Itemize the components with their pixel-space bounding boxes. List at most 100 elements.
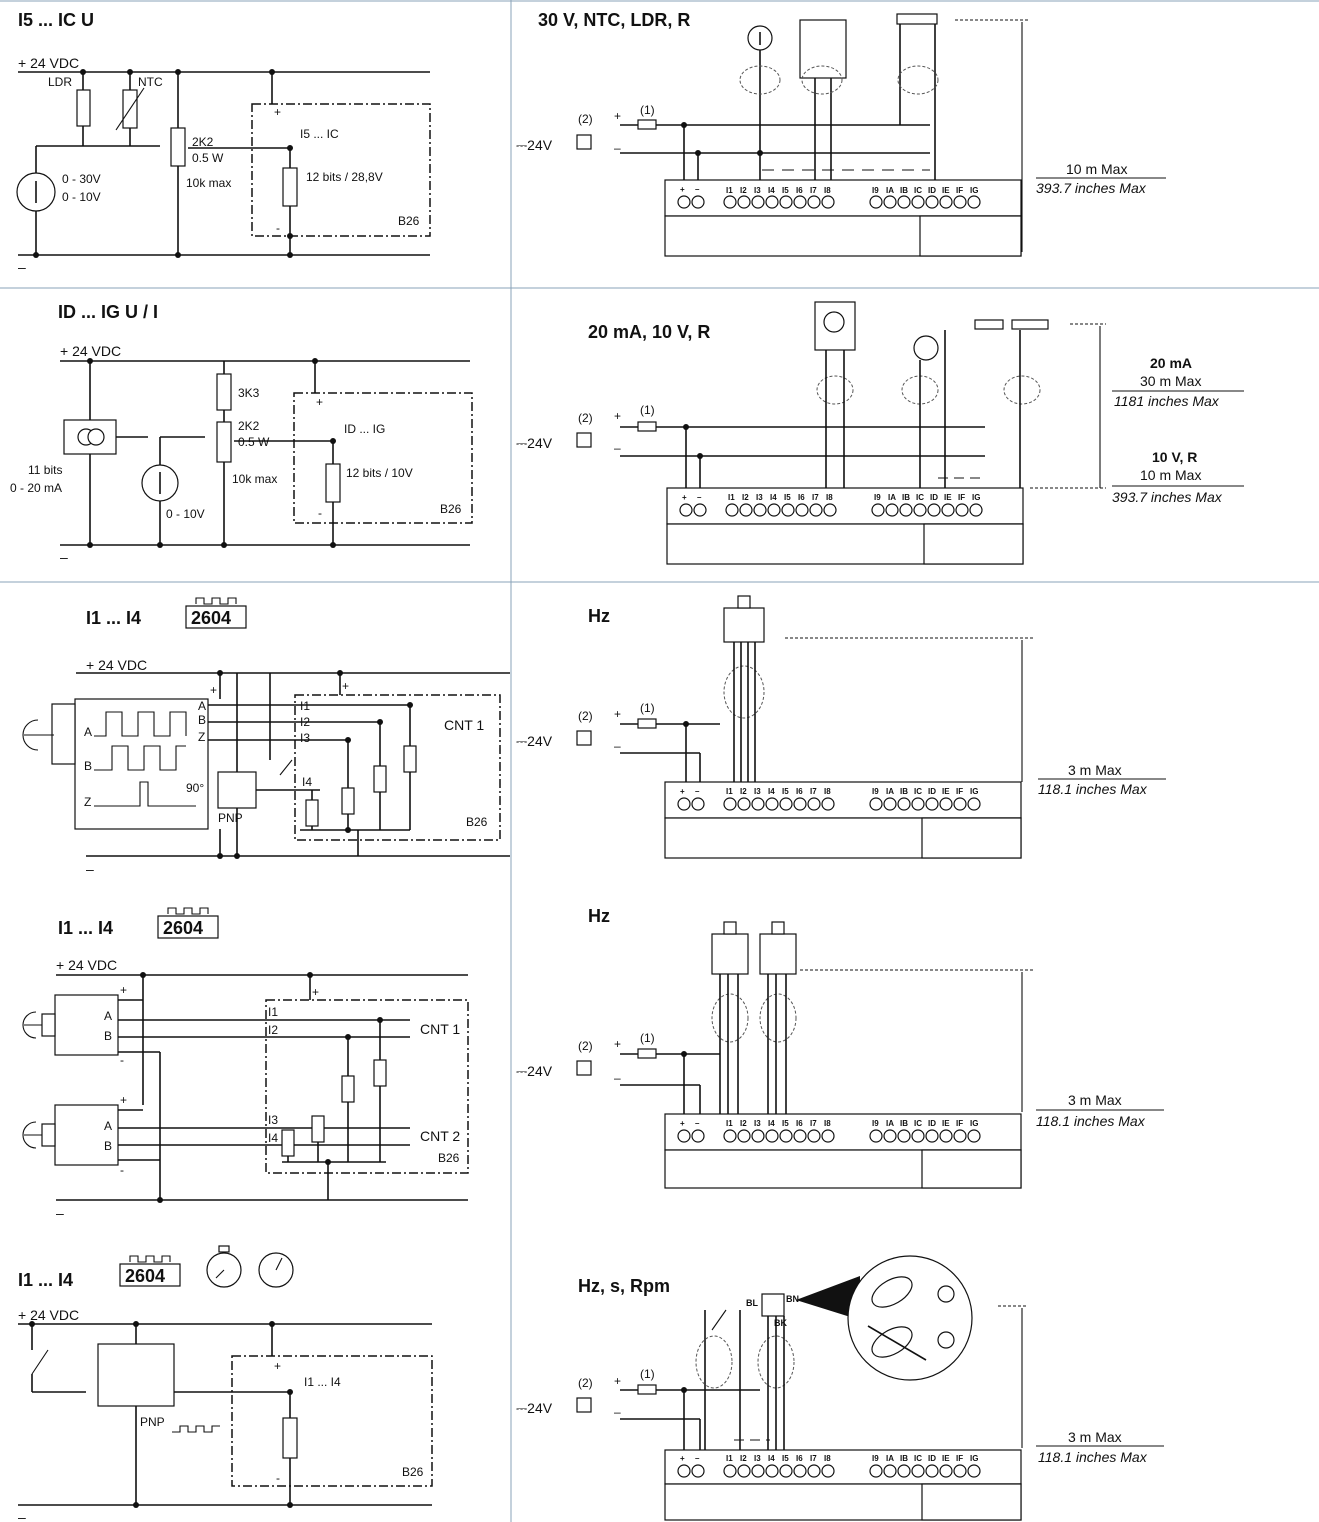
row1-length: 10 m Max [1066, 161, 1127, 177]
pot-value: 2K2 [192, 135, 214, 149]
row4-fuse [637, 1048, 657, 1059]
svg-text:+: + [274, 1359, 281, 1373]
svg-text:I4: I4 [768, 787, 775, 796]
svg-text:1181 inches Max: 1181 inches Max [1114, 393, 1220, 409]
svg-text:–: – [614, 1071, 621, 1085]
svg-text:–: – [695, 185, 700, 194]
row1-left-schematic: I5 ... IC U + 24 VDC – LDR NTC 0 - 30V 0… [16, 10, 431, 275]
svg-text:CNT 2: CNT 2 [420, 1128, 460, 1144]
svg-text:I9: I9 [872, 787, 879, 796]
svg-text:+: + [614, 109, 621, 123]
row3-terminal-block: + – I1 I2 I3 I4 I5 I6 I7 I8 I9 IA IB IC … [664, 781, 1022, 859]
resistor-3k3 [216, 373, 232, 411]
row2-right-wiring: 20 mA, 10 V, R (2) ⎓24V + – (1) 20 mA 30… [516, 301, 1244, 565]
svg-text:I1 ... I4: I1 ... I4 [304, 1375, 341, 1389]
svg-text:-: - [276, 1471, 280, 1485]
input-resistor [282, 167, 298, 207]
row1-input-label: I5 ... IC [300, 127, 339, 141]
ma-label: 0 - 20 mA [10, 481, 62, 495]
svg-text:(2): (2) [578, 411, 593, 425]
svg-text:20 mA: 20 mA [1150, 355, 1192, 371]
svg-text:I6: I6 [796, 1119, 803, 1128]
b26-module-box-3 [294, 694, 501, 841]
svg-text:I1: I1 [726, 787, 733, 796]
svg-text:I7: I7 [810, 787, 817, 796]
svg-text:IE: IE [942, 787, 950, 796]
svg-text:I4: I4 [302, 775, 312, 789]
svg-text:I6: I6 [798, 493, 805, 502]
svg-text:⎓24V: ⎓24V [516, 435, 553, 451]
svg-text:IC: IC [916, 493, 924, 502]
svg-text:I8: I8 [824, 1119, 831, 1128]
row2-left-schematic: ID ... IG U / I + 24 VDC – 11 bits 0 - 2… [10, 302, 473, 565]
svg-text:+: + [682, 493, 687, 502]
svg-text:IC: IC [914, 787, 922, 796]
shaft-icon [22, 719, 54, 751]
row4-sensor-1 [711, 933, 749, 975]
svg-text:B26: B26 [438, 1151, 460, 1165]
svg-text:ID: ID [928, 787, 936, 796]
svg-text:I5: I5 [782, 1119, 789, 1128]
pot-2k2 [170, 127, 186, 167]
row1-ntc-device [799, 19, 847, 79]
svg-text:I9: I9 [874, 493, 881, 502]
row5-terminal-block: + – I1 I2 I3 I4 I5 I6 I7 I8 I9 IA IB IC … [664, 1449, 1022, 1521]
svg-text:B: B [198, 713, 206, 727]
svg-text:I2: I2 [740, 186, 747, 195]
row5-left-schematic: I1 ... I4 2604 + 24 VDC – PNP + I1 ... I… [18, 1245, 433, 1522]
svg-text:IF: IF [956, 1119, 963, 1128]
row5-right-title: Hz, s, Rpm [578, 1276, 670, 1296]
svg-text:I1: I1 [726, 1119, 733, 1128]
svg-text:+ 24 VDC: + 24 VDC [86, 657, 147, 673]
row1-minus-label: – [18, 259, 26, 275]
pulse-icon [195, 597, 237, 605]
zoom-pointer [796, 1276, 860, 1320]
svg-text:IG: IG [970, 1119, 978, 1128]
svg-text:I4: I4 [768, 186, 775, 195]
encoder-2 [54, 1104, 119, 1166]
svg-text:+: + [680, 787, 685, 796]
svg-text:–: – [614, 441, 621, 455]
row4-right-wiring: Hz (2) ⎓24V + – (1) 3 m Max 118.1 inches… [516, 906, 1164, 1189]
svg-text:ID: ID [928, 186, 936, 195]
svg-text:-: - [318, 506, 322, 520]
svg-text:2604: 2604 [191, 608, 231, 628]
b26-module-box-2 [293, 392, 473, 524]
svg-text:(2): (2) [578, 112, 593, 126]
svg-text:–: – [614, 141, 621, 155]
svg-text:⎓24V: ⎓24V [516, 1400, 553, 1416]
svg-text:IB: IB [900, 186, 908, 195]
svg-text:I9: I9 [872, 1119, 879, 1128]
svg-text:+: + [342, 679, 349, 693]
svg-text:+ 24 VDC: + 24 VDC [18, 1307, 79, 1323]
svg-text:10k max: 10k max [232, 472, 277, 486]
svg-text:I1: I1 [268, 1005, 278, 1019]
svg-text:PNP: PNP [218, 811, 243, 825]
b26-module-box-5 [231, 1355, 433, 1487]
pot-watt: 0.5 W [192, 151, 224, 165]
row3-badge [185, 605, 247, 629]
row2-voltage-device [913, 335, 939, 361]
svg-text:118.1 inches Max: 118.1 inches Max [1038, 781, 1148, 797]
svg-text:2K2: 2K2 [238, 419, 260, 433]
svg-text:IA: IA [888, 493, 896, 502]
svg-text:–: – [56, 1205, 64, 1221]
svg-text:I2: I2 [740, 1119, 747, 1128]
row1-right-title: 30 V, NTC, LDR, R [538, 10, 690, 30]
row1-24v: ⎓24V [516, 137, 553, 153]
svg-text:+ 24 VDC: + 24 VDC [56, 957, 117, 973]
svg-text:I8: I8 [826, 493, 833, 502]
svg-text:(1): (1) [640, 403, 655, 417]
row3-left-schematic: I1 ... I4 2604 + 24 VDC – A B Z 90° A B … [22, 597, 510, 877]
svg-text:I7: I7 [810, 1454, 817, 1463]
row5-left-title: I1 ... I4 [18, 1270, 73, 1290]
svg-text:I3: I3 [754, 1119, 761, 1128]
svg-text:B26: B26 [402, 1465, 424, 1479]
svg-text:I3: I3 [754, 787, 761, 796]
row4-badge [157, 915, 219, 939]
svg-text:+: + [614, 1037, 621, 1051]
row5-right-wiring: Hz, s, Rpm (2) ⎓24V + – (1) BL BN BK [516, 1255, 1164, 1521]
row1-res-label: 12 bits / 28,8V [306, 170, 383, 184]
row4-sensor-2 [759, 933, 797, 975]
svg-text:+: + [614, 707, 621, 721]
